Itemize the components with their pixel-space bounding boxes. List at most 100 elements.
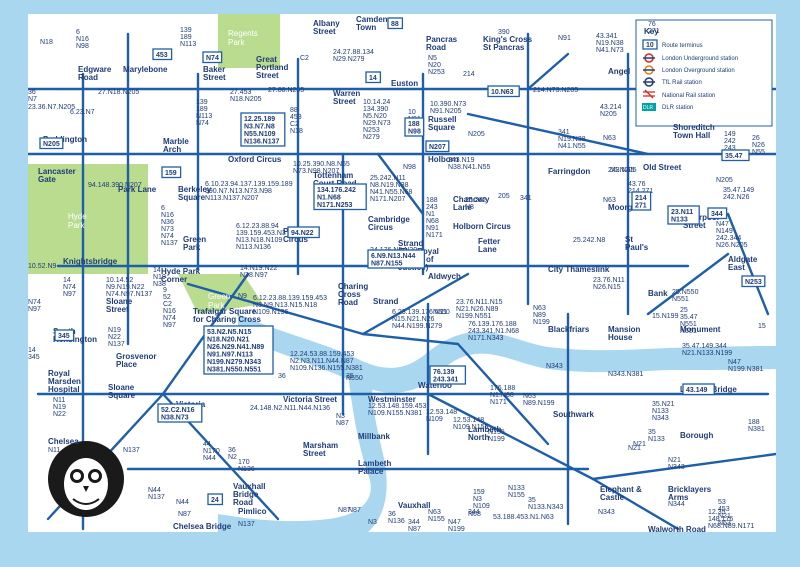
route-number-label: 6.23.N7 [70, 109, 95, 116]
owl-logo-icon [48, 441, 124, 517]
place-label: Knightsbridge [63, 257, 118, 266]
route-number-label: 94.148.390.N207 [88, 182, 142, 189]
route-number-label: N9 [238, 293, 247, 300]
terminus-box: N253 [741, 275, 766, 288]
terminus-box-label: N207 [429, 144, 446, 151]
place-label: Walworth Road [648, 525, 706, 532]
terminus-box-label: 453 [156, 52, 168, 59]
route-number-label: N47N199N381 [448, 519, 465, 532]
place-label: Euston [391, 79, 418, 88]
terminus-box: 24 [207, 493, 224, 506]
place-label: Oxford Circus [228, 155, 282, 164]
key-row-terminus: 10 Route terminus [642, 39, 703, 50]
place-label: Bank [648, 289, 668, 298]
route-number-label: 36 [278, 373, 286, 380]
terminus-box: 35.47 [721, 149, 750, 162]
route-number-label: N343 [598, 509, 615, 516]
key-title: Key [644, 27, 659, 36]
key-row-underground: London Underground station [643, 53, 738, 63]
regents-park [218, 14, 280, 68]
route-number-label: N98 [403, 164, 416, 171]
place-label: Pimlico [238, 507, 267, 516]
place-label: Borough [680, 431, 713, 440]
terminus-box: 14 [365, 71, 382, 84]
place-label: Victoria Street [283, 395, 337, 404]
route-number-label: N87 [178, 511, 191, 518]
key-text: TfL Rail station [662, 80, 702, 86]
route-number-label: 344 [468, 509, 480, 516]
place-label: Farringdon [548, 167, 590, 176]
terminus-box-label: 344 [711, 211, 723, 218]
terminus-box-label: 88 [391, 21, 399, 28]
key-text: London Underground station [662, 56, 738, 62]
river-thames-south [218, 374, 387, 532]
route-number-label: N550 [433, 309, 450, 316]
route-number-label: 35 [346, 373, 354, 380]
route-number-label: 15 [758, 323, 766, 330]
terminus-box-label: N205 [43, 141, 60, 148]
terminus-box-label: 159 [165, 170, 177, 177]
route-number-label: N68 [468, 511, 481, 518]
key-row-overground: London Overground station [643, 65, 735, 75]
place-label: Elephant &Castle [600, 485, 642, 502]
terminus-box-label: 43.149 [686, 387, 708, 394]
route-number-label: N21 [628, 445, 641, 452]
place-label: Paddington [43, 135, 87, 144]
terminus-box-label: 24 [211, 497, 219, 504]
route-number-label: 341 [520, 195, 532, 202]
key-text: Route terminus [662, 43, 703, 49]
key-text: DLR station [662, 105, 693, 111]
terminus-box: N205 [39, 137, 64, 150]
route-number-label: 10.52.N9 [28, 263, 57, 270]
terminus-box-label: 14 [369, 75, 377, 82]
route-number-label: N205 [716, 177, 733, 184]
key-row-national-rail: National Rail station [643, 89, 715, 99]
place-label: Holborn Circus [453, 222, 511, 231]
place-label: Holborn [428, 155, 459, 164]
route-number-label: N87 [338, 507, 351, 514]
terminus-box: 88 [387, 17, 404, 30]
